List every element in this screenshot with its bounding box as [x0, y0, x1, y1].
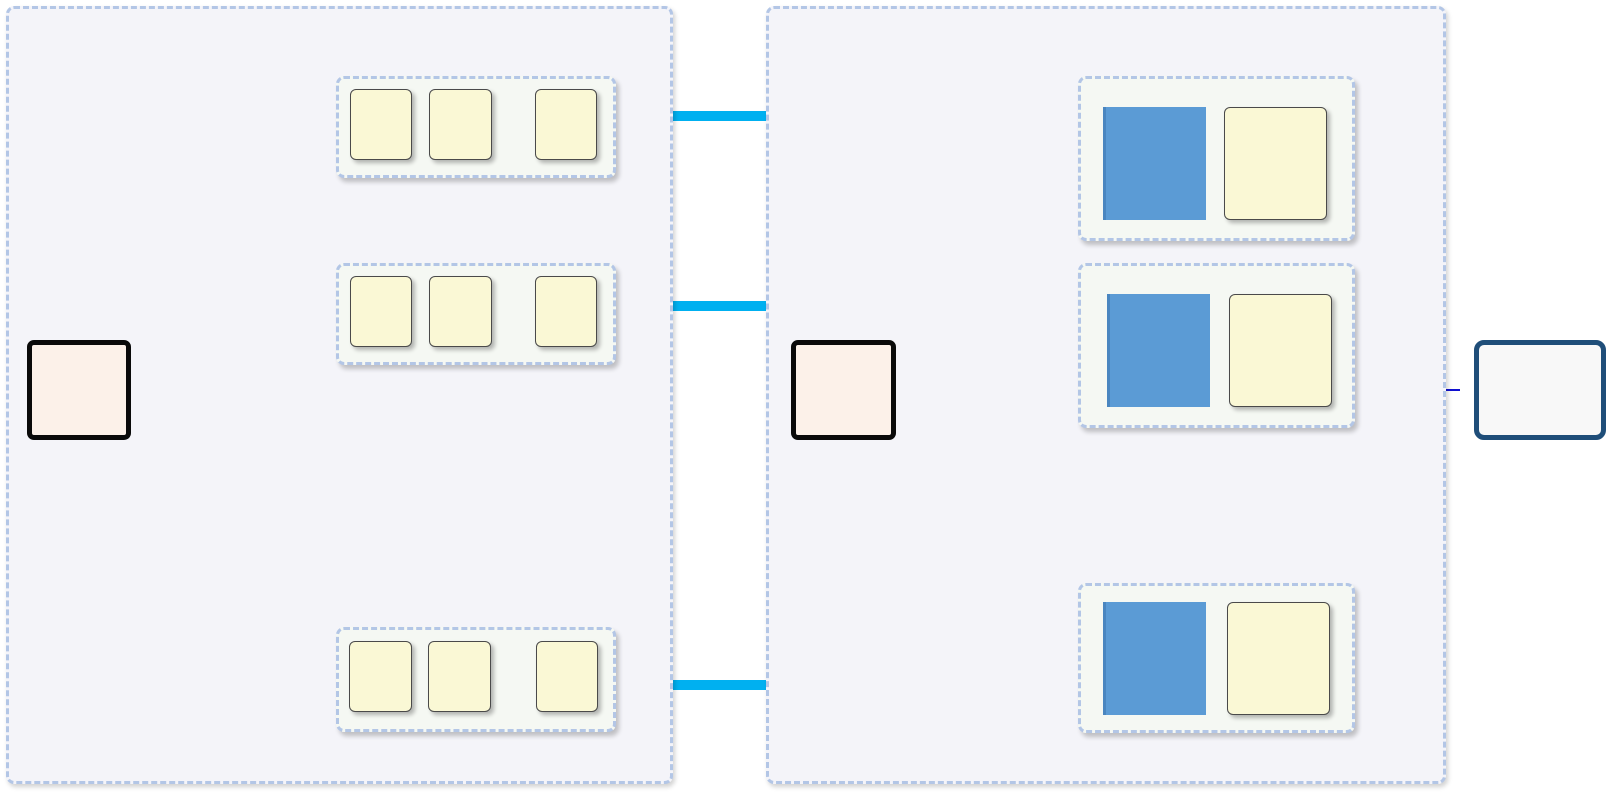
left-group-1 — [336, 76, 616, 178]
right-group-2 — [1078, 263, 1355, 428]
right-group-1 — [1078, 76, 1355, 241]
right-group-2-card — [1229, 294, 1332, 407]
right-input-box — [791, 340, 896, 440]
right-group-3 — [1078, 583, 1355, 733]
left-group-2 — [336, 263, 616, 365]
left-group-3-card-2 — [428, 641, 491, 712]
right-group-1-card — [1224, 107, 1327, 220]
left-group-3 — [336, 627, 616, 732]
right-group-3-card — [1227, 602, 1330, 715]
left-group-3-card-1 — [349, 641, 412, 712]
left-input-box — [27, 340, 131, 440]
right-group-3-blue-block — [1103, 602, 1206, 715]
right-group-1-blue-block — [1103, 107, 1206, 220]
left-group-1-card-3 — [535, 89, 597, 160]
left-group-2-card-1 — [350, 276, 412, 347]
left-group-3-card-3 — [536, 641, 598, 712]
right-group-2-blue-block — [1107, 294, 1210, 407]
left-group-2-card-2 — [429, 276, 492, 347]
left-group-1-card-2 — [429, 89, 492, 160]
left-group-1-card-1 — [350, 89, 412, 160]
output-box — [1474, 340, 1606, 440]
left-group-2-card-3 — [535, 276, 597, 347]
